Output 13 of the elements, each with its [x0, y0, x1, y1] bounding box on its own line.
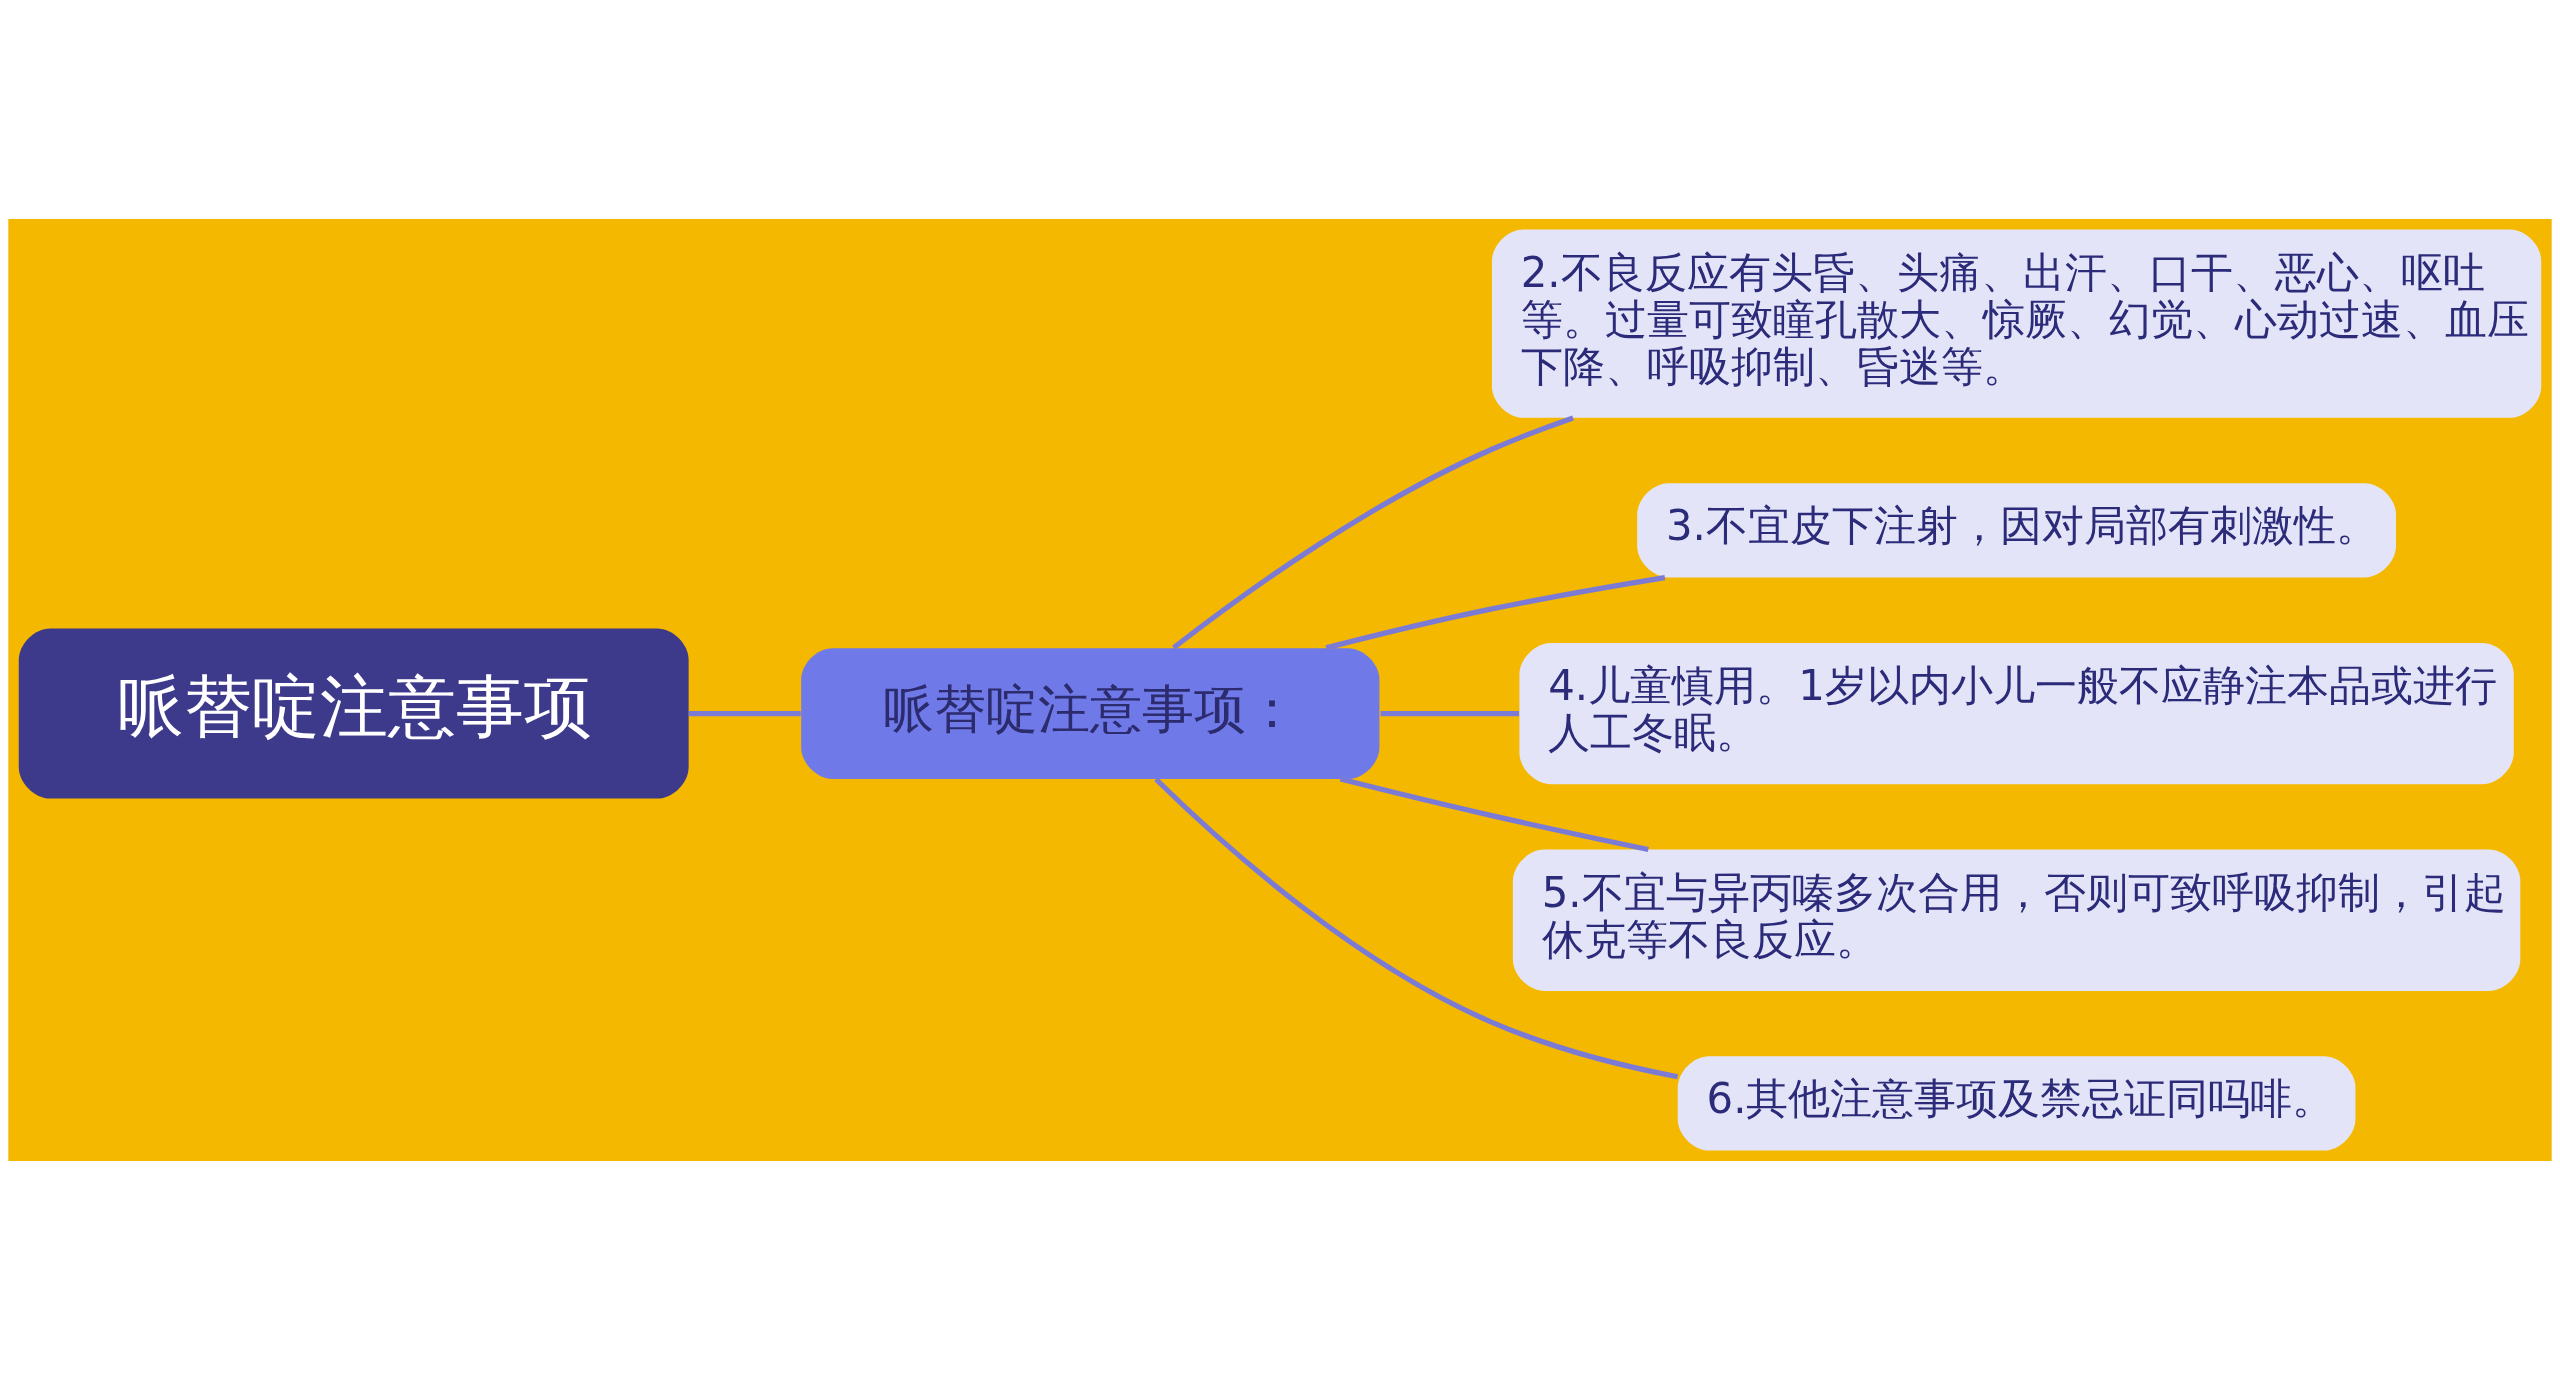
node-box: 6.其他注意事项及禁忌证同吗啡。 — [1677, 1055, 2356, 1151]
connector — [1172, 414, 1574, 650]
node-box: 3.不宜皮下注射，因对局部有刺激性。 — [1637, 482, 2396, 577]
node-box: 2.不良反应有头昏、头痛、出汗、口干、恶心、呕吐等。过量可致瞳孔散大、惊厥、幻觉、心动过速、血压下降、呼吸抑制、昏迷等。 — [1491, 228, 2542, 418]
connector — [1154, 776, 1679, 1079]
node-box: 4.儿童慎用。1岁以内小儿一般不应静注本品或进行人工冬眠。 — [1519, 642, 2514, 784]
node-box: 5.不宜与异丙嗪多次合用，否则可致呼吸抑制，引起休克等不良反应。 — [1512, 849, 2521, 991]
node-box: 哌替啶注意事项： — [801, 647, 1380, 779]
connector — [688, 710, 801, 716]
connector — [1325, 574, 1666, 650]
node-box: 哌替啶注意事项 — [18, 628, 689, 799]
connector — [1339, 775, 1649, 852]
connector — [1380, 710, 1520, 716]
